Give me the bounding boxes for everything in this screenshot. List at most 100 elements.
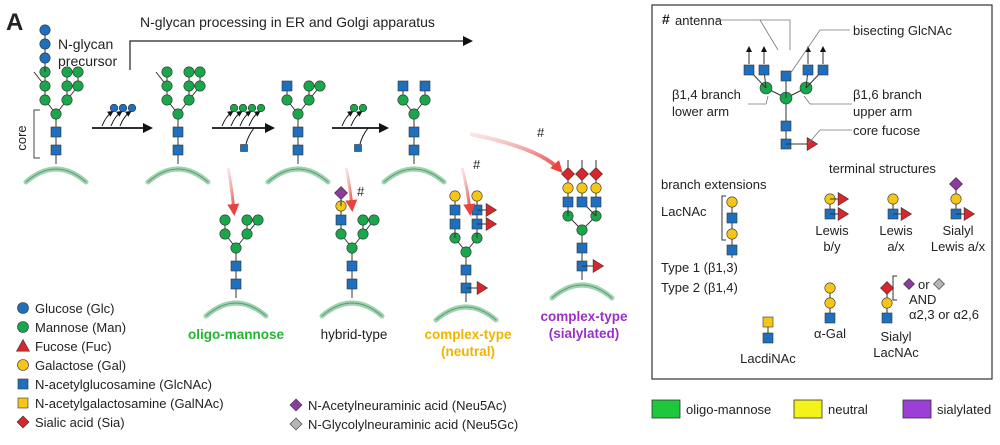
fucose-triangle [900, 206, 913, 222]
type1-label: Type 1 (β1,3) [661, 260, 738, 275]
leader-line [807, 129, 852, 145]
antenna-glcnac-square [817, 64, 829, 76]
bisecting-label: bisecting GlcNAc [853, 23, 952, 38]
legend2-label: N-Acetylneuraminic acid (Neu5Ac) [308, 398, 507, 413]
color-key-label: oligo-mannose [686, 402, 771, 417]
glucose-circle [39, 52, 51, 64]
sialyl-lacnac-line2: LacNAc [873, 345, 919, 360]
glcnac-square [824, 312, 836, 324]
color-key-label: neutral [828, 402, 868, 417]
right-panel: # antenna bisecting GlcNAc β1,4 branch l… [661, 11, 986, 366]
legend-label: N-acetylglucosamine (GlcNAc) [35, 377, 212, 392]
glcnac-square [335, 214, 347, 226]
b16-label-line2: upper arm [853, 104, 912, 119]
fucose-triangle [837, 191, 850, 207]
lewis-ax-line2: a/x [887, 239, 905, 254]
mannose-circle [61, 94, 73, 106]
galactose-circle [881, 297, 893, 309]
lacnac-bracket [721, 195, 726, 241]
galactose-circle [824, 297, 836, 309]
legend-item: N-acetylgalactosamine (GalNAc) [17, 396, 224, 411]
membrane-outline [435, 306, 497, 321]
galactose-circle [449, 190, 461, 202]
mannose-circle [576, 224, 588, 236]
type-complex-sialylated-line1: complex-type [540, 309, 628, 324]
sialic-acid-diamond [575, 167, 589, 181]
removal-arrow [230, 110, 243, 127]
galactose-circle [471, 190, 483, 202]
removal-arrow [341, 110, 354, 127]
galactose-circle [726, 196, 738, 208]
monosaccharide-legend: Glucose (Glc)Mannose (Man)Fucose (Fuc)Ga… [15, 301, 518, 432]
mannose-circle [72, 80, 84, 92]
galactose-circle [887, 193, 899, 205]
type-hybrid: hybrid-type [321, 327, 388, 342]
galnac-square [762, 316, 774, 328]
hybrid-type-structure [319, 186, 385, 319]
mannose-circle [39, 80, 51, 92]
mannose-circle [460, 246, 472, 258]
legend-item: Fucose (Fuc) [15, 338, 112, 354]
galactose-circle [590, 182, 602, 194]
legend-label: Fucose (Fuc) [35, 339, 112, 354]
branch-extensions-label: branch extensions [661, 177, 767, 192]
color-key-label: sialylated [937, 402, 991, 417]
mannose-circle [408, 108, 420, 120]
antenna-glcnac-square [802, 64, 814, 76]
released-monomer [238, 103, 248, 113]
glcnac-square [172, 126, 184, 138]
panel-letter: A [6, 9, 23, 36]
addition-arrow [359, 127, 369, 145]
neu5ac-diamond [334, 186, 348, 200]
leader-line [789, 29, 850, 75]
glcnac-square [460, 264, 472, 276]
mannose-circle [194, 80, 206, 92]
fucose-triangle [963, 206, 976, 222]
branch-arrows [226, 132, 563, 216]
header-text: N-glycan processing in ER and Golgi appa… [140, 14, 435, 30]
leader-line [760, 19, 791, 50]
mannose-circle [194, 66, 206, 78]
glcnac-square [172, 144, 184, 156]
glcnac-square [449, 204, 461, 216]
added-glcnac [240, 144, 248, 152]
complex-neutral-structure [433, 190, 499, 323]
glcnac-square [762, 332, 774, 344]
mannose-circle [346, 242, 358, 254]
type2-label: Type 2 (β1,4) [661, 280, 738, 295]
glcnac-square [408, 144, 420, 156]
right-panel-border [651, 4, 993, 380]
antenna-hash: # [662, 11, 670, 27]
antenna-glcnac-square [743, 64, 755, 76]
arrow-to-complex-sialylated [469, 132, 563, 173]
precursor-structure [23, 24, 89, 185]
galactose-circle [576, 182, 588, 194]
glcnac-square [562, 196, 574, 208]
mannose-circle [241, 214, 253, 226]
membrane-outline [321, 302, 383, 317]
lewis-by-line2: b/y [823, 239, 841, 254]
sialyl-lacnac-line1: Sialyl [880, 329, 911, 344]
added-glcnac [354, 144, 362, 152]
legend-symbol-circle [17, 302, 29, 314]
legend-symbol-diamond [16, 415, 30, 429]
mannose-circle [303, 94, 315, 106]
glcnac-square [449, 218, 461, 230]
precursor-label-line1: N-glycan [58, 36, 113, 52]
membrane-outline [267, 168, 329, 183]
removal-arrow [239, 110, 252, 127]
glcnac-square [50, 144, 62, 156]
mannose-circle [397, 94, 409, 106]
removal-arrow [119, 110, 132, 127]
core-bracket [33, 109, 40, 159]
sialyl-lewis-line1: Sialyl [942, 223, 973, 238]
legend2-label: N-Glycolylneuraminic acid (Neu5Gc) [308, 417, 518, 432]
legend-label: Mannose (Man) [35, 320, 126, 335]
galactose-circle [824, 282, 836, 294]
mannose-circle [183, 94, 195, 106]
mannose-circle [230, 242, 242, 254]
type-oligo-mannose: oligo-mannose [188, 327, 284, 342]
legend-item: Glucose (Glc) [17, 301, 114, 316]
mannose-circle [72, 66, 84, 78]
precursor-label-line2: precursor [58, 53, 117, 69]
